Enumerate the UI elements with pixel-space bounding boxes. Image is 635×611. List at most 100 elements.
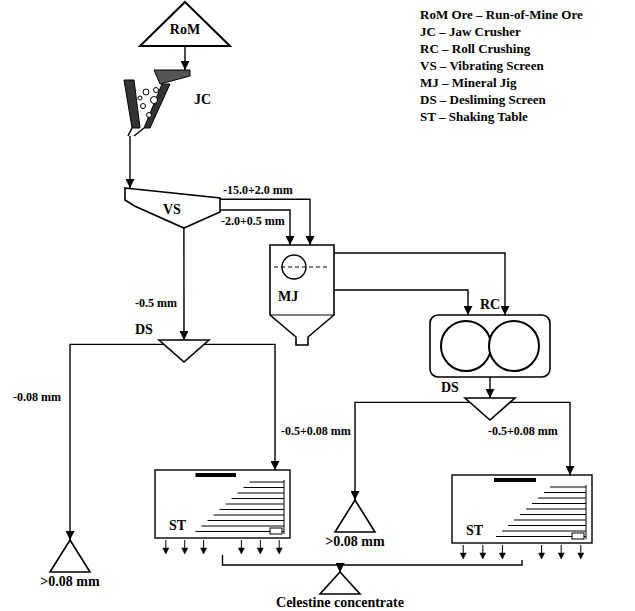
size-fraction-label: -0.5+0.08 mm — [280, 424, 352, 438]
shape-stroke — [202, 526, 285, 527]
shape-stroke — [208, 520, 285, 521]
node-label: MJ — [278, 289, 298, 304]
shaking-table: ST — [452, 475, 592, 560]
jaw-crusher: JC — [110, 70, 190, 136]
abbreviation-note: VS – Vibrating Screen — [420, 57, 544, 74]
shape-outline — [276, 548, 282, 554]
flow-connector — [340, 560, 522, 572]
feed-box — [196, 473, 237, 477]
shape-outline — [125, 188, 220, 228]
roll-crusher: RC — [430, 315, 550, 377]
shape-outline — [430, 315, 550, 377]
product-triangle: >0.08 mm — [50, 540, 90, 572]
shape-stroke — [214, 515, 285, 516]
flow-connector — [510, 402, 570, 475]
size-fraction-label: -15.0+2.0 mm — [222, 183, 294, 197]
node-label: >0.08 mm — [325, 534, 384, 549]
flow-connector — [183, 228, 185, 340]
roll-crusher-outline — [430, 315, 550, 377]
flow-connector — [220, 210, 290, 245]
shaking-table-outline — [155, 470, 290, 555]
rock — [143, 89, 149, 95]
shape-outline — [320, 572, 360, 594]
node-label: DS — [135, 322, 153, 337]
node-label: JC — [194, 92, 211, 107]
node-label: RoM — [170, 22, 200, 37]
shape-stroke — [514, 520, 586, 521]
shape-outline — [460, 553, 466, 559]
shape-outline — [50, 540, 90, 572]
product-triangle-outline — [335, 500, 375, 532]
shape-outline — [558, 553, 564, 559]
shape-stroke — [538, 498, 586, 499]
node-label: ST — [466, 523, 483, 538]
shape-outline — [270, 245, 334, 345]
drive — [270, 528, 282, 534]
desliming-screen-outline — [159, 340, 209, 362]
node-label: DS — [441, 380, 459, 395]
shape-stroke — [244, 487, 285, 488]
shaking-table: ST — [155, 470, 290, 555]
shape-outline — [335, 500, 375, 532]
shape-outline — [155, 470, 290, 538]
size-fraction-label: -0.5+0.08 mm — [487, 424, 559, 438]
shape-stroke — [526, 509, 586, 510]
roll — [489, 321, 539, 371]
rock — [147, 113, 152, 118]
abbreviation-note: JC – Jaw Crusher — [420, 23, 521, 40]
desliming-screen: DS — [159, 340, 209, 362]
jig-screen — [274, 267, 330, 268]
node-label: >0.08 mm — [40, 574, 99, 589]
jaw-crusher-outline — [110, 70, 190, 136]
flow-connector — [70, 344, 164, 540]
flow-connector — [223, 555, 341, 572]
node-label: RC — [480, 297, 500, 312]
shape-stroke — [250, 482, 285, 483]
shape-stroke — [226, 504, 285, 505]
shape-outline — [480, 553, 486, 559]
shape-outline — [154, 70, 190, 84]
abbreviation-note: ST – Shaking Table — [420, 108, 528, 125]
desliming-screen: DS — [465, 398, 515, 420]
size-fraction-label: -0.08 mm — [12, 390, 62, 404]
flow-connector — [184, 46, 185, 70]
drive — [572, 533, 584, 539]
roll — [441, 321, 491, 371]
flow-connector — [334, 253, 505, 315]
vibrating-screen: VS — [125, 188, 220, 228]
shape-stroke — [232, 498, 285, 499]
flow-connector — [489, 377, 490, 398]
shape-outline — [578, 553, 584, 559]
node-label: ST — [169, 518, 186, 533]
shape-outline — [140, 2, 230, 46]
shape-outline — [182, 548, 188, 554]
shape-outline — [257, 548, 263, 554]
abbreviation-note: DS – Desliming Screen — [420, 91, 546, 108]
shape-stroke — [520, 514, 586, 515]
shape-stroke — [128, 128, 132, 136]
shape-outline — [201, 548, 207, 554]
shape-outline — [452, 475, 592, 543]
product-triangle-outline — [50, 540, 90, 572]
product-triangle: >0.08 mm — [335, 500, 375, 532]
abbreviation-note: RoM Ore – Run-of-Mine Ore — [420, 6, 583, 23]
shape-outline — [499, 553, 505, 559]
shape-outline — [163, 548, 169, 554]
shape-outline — [159, 340, 209, 362]
rock — [138, 96, 142, 100]
shape-outline — [238, 548, 244, 554]
size-fraction-label: -2.0+0.5 mm — [220, 214, 286, 228]
shape-stroke — [586, 485, 587, 539]
node-label: Celestine concentrate — [276, 595, 404, 610]
shape-outline — [539, 553, 545, 559]
shaking-table-outline — [452, 475, 592, 560]
shape-outline — [124, 80, 140, 128]
shape-stroke — [502, 531, 586, 532]
size-fraction-label: -0.5 mm — [134, 296, 178, 310]
node-label: VS — [163, 202, 181, 217]
flow-connector — [334, 290, 468, 315]
shape-stroke — [270, 315, 334, 316]
abbreviation-note: MJ – Mineral Jig — [420, 74, 516, 91]
product-triangle: Celestine concentrate — [320, 572, 360, 594]
